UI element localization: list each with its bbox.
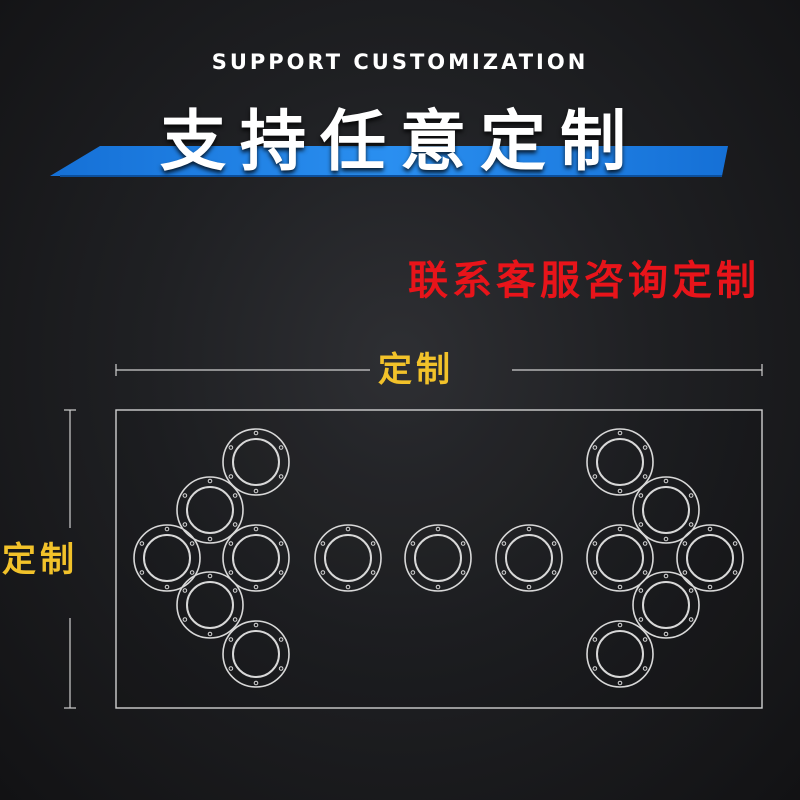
contact-customization-text: 联系客服咨询定制 xyxy=(408,258,760,304)
button-hole xyxy=(222,524,290,592)
button-hole xyxy=(314,524,382,592)
height-dimension-label: 定制 xyxy=(2,540,78,580)
button-hole xyxy=(495,524,563,592)
button-hole xyxy=(586,428,654,496)
chinese-title: 支持任意定制 xyxy=(160,103,640,180)
panel-outline xyxy=(115,409,763,709)
button-hole xyxy=(586,620,654,688)
button-hole xyxy=(222,428,290,496)
height-dimension-line xyxy=(64,409,76,709)
width-dimension-label: 定制 xyxy=(378,350,454,390)
button-hole xyxy=(676,524,744,592)
english-title: SUPPORT CUSTOMIZATION xyxy=(211,50,589,74)
button-hole xyxy=(222,620,290,688)
button-hole xyxy=(176,571,244,639)
button-hole xyxy=(176,476,244,544)
button-hole xyxy=(632,571,700,639)
button-hole xyxy=(632,476,700,544)
button-hole xyxy=(404,524,472,592)
button-hole xyxy=(133,524,201,592)
button-hole xyxy=(586,524,654,592)
width-dimension-line xyxy=(115,364,763,376)
